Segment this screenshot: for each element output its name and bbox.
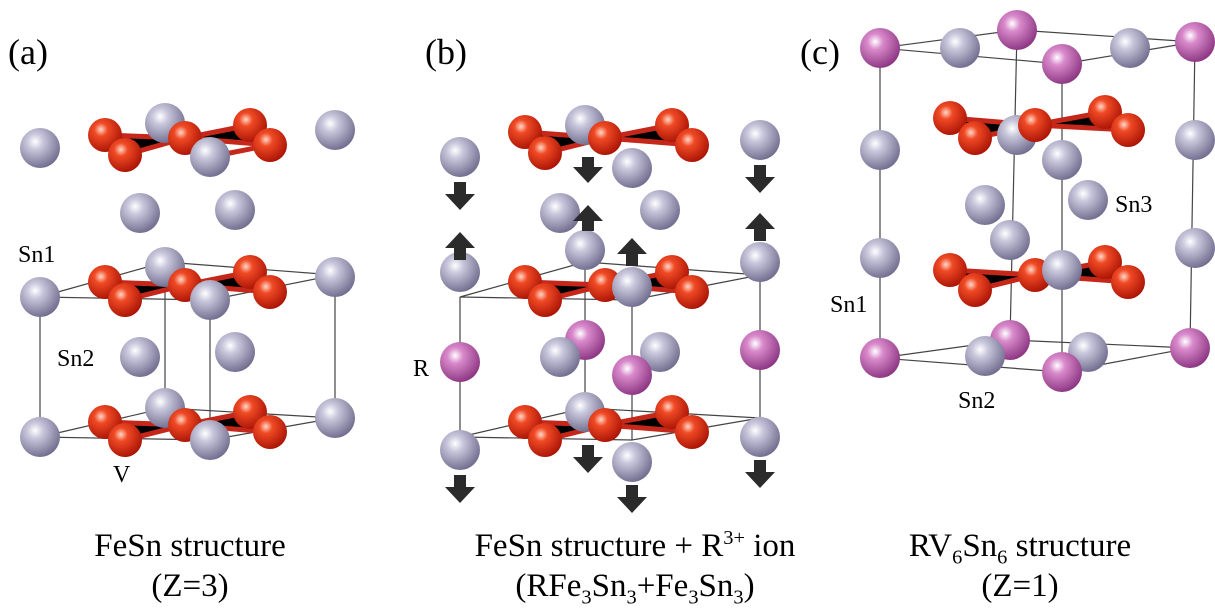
formula-sub: 3 (733, 586, 744, 609)
panel-label: (c) (800, 32, 840, 72)
caption-b: FeSn structure + R3+ ion (RFe3Sn3+Fe3Sn3… (445, 526, 825, 609)
spin-down-arrow (573, 157, 603, 183)
formula-part: Sn (962, 528, 998, 564)
atom-label-sn1: Sn1 (18, 242, 55, 268)
formula-part: ) (743, 568, 755, 604)
formula-part: structure (1007, 528, 1132, 564)
spin-down-arrow (745, 460, 775, 488)
spin-up-arrow (573, 205, 603, 231)
caption-b-line1: FeSn structure + R3+ ion (445, 526, 825, 566)
caption-a-line1: FeSn structure (94, 528, 286, 564)
spin-down-arrow (573, 445, 603, 473)
caption-c: RV6Sn6 structure (Z=1) (855, 526, 1185, 606)
caption-b-text: FeSn structure + R (474, 528, 724, 564)
spin-down-arrow (617, 485, 647, 513)
formula-sub: 6 (952, 546, 963, 569)
atom-label-v: V (113, 462, 131, 488)
panel-label: (b) (425, 32, 467, 72)
formula-sub: 3 (688, 586, 699, 609)
spin-up-arrow (445, 232, 475, 260)
panel-label: (a) (8, 32, 48, 72)
panel-c-rv6sn6-structure: (c) Sn3 Sn1 Sn2 (800, 10, 1215, 414)
caption-c-line2: (Z=1) (981, 568, 1059, 604)
spin-down-arrow (445, 182, 475, 210)
caption-b-line2: (RFe3Sn3+Fe3Sn3) (445, 566, 825, 609)
formula-part: RV (908, 528, 953, 564)
spin-down-arrow (445, 475, 475, 503)
spin-up-arrow (745, 213, 775, 241)
atom-label-sn3: Sn3 (1115, 192, 1152, 218)
formula-part: (RFe (515, 568, 582, 604)
formula-part: Sn (591, 568, 627, 604)
panel-a-fesn-structure: (a) Sn1 Sn2 V (8, 32, 355, 488)
formula-part: Sn (698, 568, 734, 604)
caption-c-line1: RV6Sn6 structure (855, 526, 1185, 569)
spin-up-arrow (617, 238, 647, 266)
atom-label-r: R (413, 356, 429, 382)
caption-a-line2: (Z=3) (151, 568, 229, 604)
formula-sub: 3 (626, 586, 637, 609)
caption-b-charge: 3+ (723, 527, 745, 549)
atom-label-sn2: Sn2 (958, 388, 995, 414)
formula-part: +Fe (636, 568, 689, 604)
caption-a: FeSn structure (Z=3) (25, 526, 355, 606)
formula-sub: 3 (581, 586, 592, 609)
atom-label-sn2: Sn2 (57, 346, 94, 372)
caption-b-ion: ion (745, 528, 796, 564)
spin-down-arrow (745, 165, 775, 193)
formula-sub: 6 (997, 546, 1008, 569)
panel-b-fesn-plus-r-structure: (b) R (413, 32, 780, 513)
atom-label-sn1: Sn1 (830, 292, 867, 318)
